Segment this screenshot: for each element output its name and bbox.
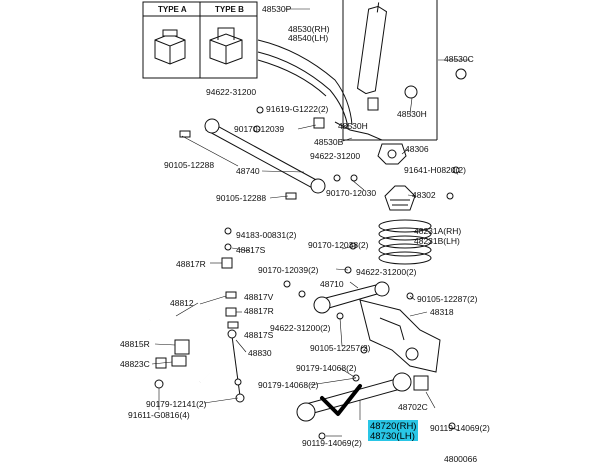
fasteners	[224, 106, 460, 440]
stabilizer-bar	[149, 313, 216, 383]
frame-rail-lines	[257, 39, 353, 129]
label-94622-31200-d: 94622-31200(2)	[270, 323, 331, 333]
label-48702c: 48702C	[398, 402, 428, 412]
label-90105-12287: 90105-12287(2)	[417, 294, 478, 304]
type-b-bushing-icon	[209, 27, 243, 65]
label-48530b: 48530B	[314, 137, 344, 147]
axle-housing-bracket	[359, 299, 441, 373]
label-94183-00831: 94183-00831(2)	[236, 230, 297, 240]
type-a-label: TYPE A	[158, 5, 187, 14]
label-48710: 48710	[320, 279, 344, 289]
label-90119-14069-a: 90119-14069(2)	[430, 423, 490, 433]
label-90170-12038: 90170-12038(2)	[308, 240, 369, 250]
label-48817r-b: 48817R	[244, 306, 274, 316]
label-90179-14068-b: 90179-14068(2)	[258, 380, 319, 390]
leader-lines	[151, 8, 470, 437]
label-48306: 48306	[405, 144, 429, 154]
bushing-48702c	[413, 375, 429, 391]
label-48740: 48740	[236, 166, 260, 176]
label-48302: 48302	[412, 190, 436, 200]
label-90119-14069-b: 90119-14069(2)	[302, 438, 362, 448]
label-48817s-a: 48817S	[236, 245, 266, 255]
label-94622-31200-a: 94622-31200	[206, 87, 256, 97]
bushing-type-box: TYPE A TYPE B	[142, 1, 258, 79]
label-48730-lh: 48730(LH)	[370, 431, 415, 442]
shock-absorber-assembly	[313, 0, 467, 141]
label-48720-rh: 48720(RH)	[370, 421, 416, 432]
label-91619-g1222: 91619-G1222(2)	[266, 104, 329, 114]
label-48530p: 48530P	[262, 4, 292, 14]
check-icon	[320, 384, 362, 416]
part-labels: 48530P 48530(RH) 48540(LH) 48530C 94622-…	[120, 4, 490, 464]
label-48817s-b: 48817S	[244, 330, 274, 340]
stabilizer-brackets	[154, 257, 239, 389]
label-48530-rh: 48530(RH)	[288, 24, 330, 34]
label-90105-12288-b: 90105-12288	[216, 193, 266, 203]
bump-stopper	[384, 185, 416, 211]
label-90105-12288-a: 90105-12288	[164, 160, 214, 170]
label-48318: 48318	[430, 307, 454, 317]
stabilizer-link	[227, 329, 245, 403]
reference-code: 4800066	[444, 454, 477, 464]
label-48817v: 48817V	[244, 292, 274, 302]
type-a-bushing-icon	[154, 29, 186, 65]
part-highlight	[368, 420, 418, 441]
label-48231b-lh: 48231B(LH)	[414, 236, 460, 246]
label-48815r: 48815R	[120, 339, 150, 349]
coil-spring	[378, 219, 432, 265]
label-90170-12039-b: 90170-12039(2)	[258, 265, 319, 275]
label-90105-12257: 90105-12257(2)	[310, 343, 371, 353]
label-48231a-rh: 48231A(RH)	[414, 226, 461, 236]
lateral-control-rod	[179, 118, 326, 200]
label-90170-12039-a: 90170-12039	[234, 124, 284, 134]
upper-control-arm	[313, 281, 390, 314]
label-90179-14068-a: 90179-14068(2)	[296, 363, 357, 373]
label-48530c: 48530C	[444, 54, 474, 64]
label-90179-12141: 90179-12141(2)	[146, 399, 207, 409]
label-48812: 48812	[170, 298, 194, 308]
type-b-label: TYPE B	[215, 5, 244, 14]
label-91611-g0816: 91611-G0816(4)	[128, 410, 190, 420]
label-48540-lh: 48540(LH)	[288, 33, 328, 43]
label-48817r-a: 48817R	[176, 259, 206, 269]
label-94622-31200-b: 94622-31200	[310, 151, 360, 161]
label-94622-31200-c: 94622-31200(2)	[356, 267, 417, 277]
label-48530b-top: 48530H	[338, 121, 368, 131]
upper-bracket	[377, 143, 407, 165]
label-48823c: 48823C	[120, 359, 150, 369]
label-48530h: 48530H	[397, 109, 427, 119]
label-91641-h0820: 91641-H0820(2)	[404, 165, 466, 175]
label-90170-12030: 90170-12030	[326, 188, 376, 198]
label-48830: 48830	[248, 348, 272, 358]
